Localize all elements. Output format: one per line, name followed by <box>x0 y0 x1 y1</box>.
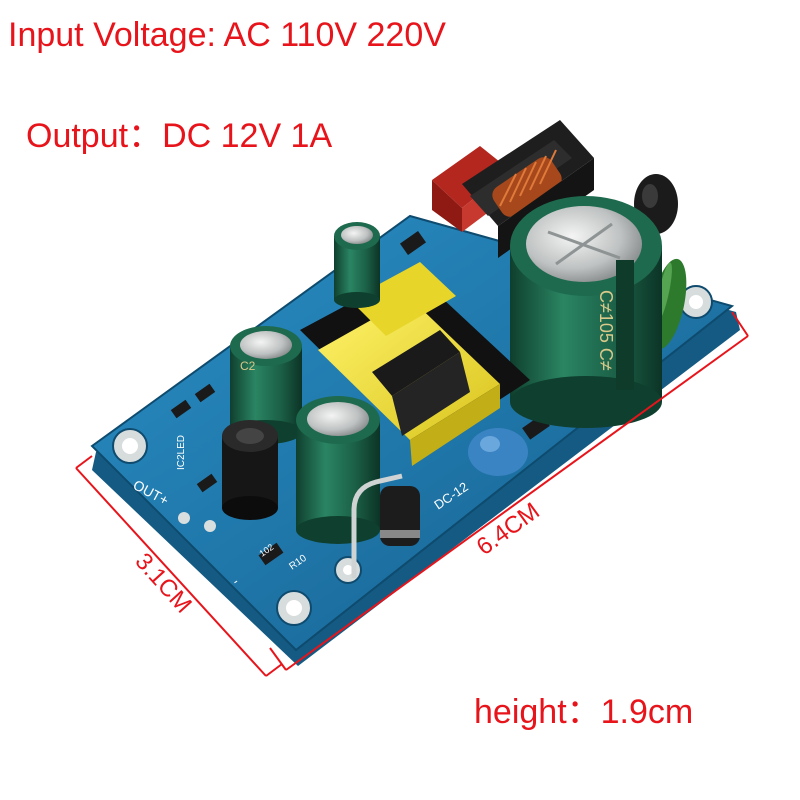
output-caption: Output：DC 12V 1A <box>26 117 333 155</box>
mounting-hole-bottom <box>276 590 312 626</box>
smd-resistor-2 <box>170 399 192 419</box>
smd-part-top <box>399 230 427 256</box>
input-voltage-caption: Input Voltage: AC 110V 220V <box>8 16 446 54</box>
smd-resistor-3 <box>258 542 284 566</box>
output-pad-minus <box>204 520 216 532</box>
large-electrolytic-capacitor: C≠105 C≠ <box>510 196 662 428</box>
small-capacitor-top <box>334 222 380 308</box>
output-capacitor-2 <box>296 396 380 544</box>
rectifier-diode <box>351 473 420 578</box>
mounting-hole-left <box>112 428 148 464</box>
mounting-hole-mid <box>334 556 362 584</box>
output-inductor <box>222 420 278 520</box>
output-pad-plus <box>178 512 190 524</box>
y-capacitor <box>468 428 528 476</box>
smd-resistor-1 <box>194 383 216 403</box>
smd-part-left <box>196 473 218 493</box>
cap-c2-label: C2 <box>240 359 256 373</box>
height-caption: height：1.9cm <box>474 693 694 731</box>
transformer <box>300 262 530 466</box>
ic-label: IC2LED <box>176 435 187 470</box>
capacitor-print: C≠105 C≠ <box>596 290 616 371</box>
